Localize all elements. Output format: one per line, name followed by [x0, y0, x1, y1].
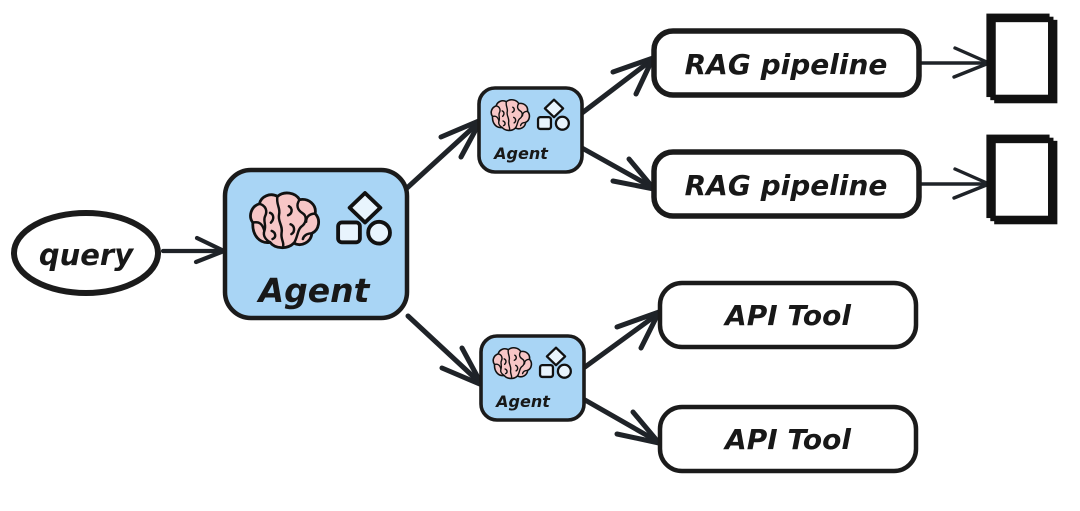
node-rag-agent[interactable]: Agent [477, 86, 584, 174]
node-documents-2[interactable] [989, 137, 1055, 221]
node-rag-pipeline-2[interactable]: RAG pipeline [651, 149, 922, 219]
edge-api-agent-to-api-tool-1 [582, 309, 662, 370]
node-api-tool-1[interactable]: API Tool [657, 280, 919, 350]
documents-icon [989, 137, 1055, 221]
rag-pipeline-2-label: RAG pipeline [685, 169, 888, 202]
brain-icon [249, 191, 321, 250]
brain-icon [490, 98, 531, 132]
node-api-tool-2[interactable]: API Tool [657, 404, 919, 474]
rag-agent-label: Agent [492, 144, 549, 163]
edge-rag-pipeline-1-to-documents-1 [919, 46, 991, 79]
node-rag-pipeline-1[interactable]: RAG pipeline [651, 28, 922, 98]
edge-root-agent-to-api-agent [405, 313, 485, 388]
rag-pipeline-1-label: RAG pipeline [685, 48, 888, 81]
api-agent-label: Agent [494, 392, 551, 411]
node-root-agent[interactable]: Agent [222, 167, 410, 321]
root-agent-label: Agent [256, 271, 371, 310]
edge-api-agent-to-api-tool-2 [582, 397, 662, 446]
documents-icon [989, 16, 1055, 100]
query-label: query [39, 238, 134, 272]
edge-rag-pipeline-2-to-documents-2 [919, 167, 991, 200]
edge-rag-agent-to-rag-pipeline-1 [579, 55, 656, 116]
api-tool-2-label: API Tool [723, 423, 851, 456]
brain-icon [492, 346, 533, 380]
node-api-agent[interactable]: Agent [479, 334, 586, 422]
api-tool-1-label: API Tool [723, 299, 851, 332]
edge-root-agent-to-rag-agent [404, 117, 484, 191]
node-query[interactable]: query [11, 210, 161, 296]
edge-query-to-root-agent [160, 235, 227, 265]
node-documents-1[interactable] [989, 16, 1055, 100]
edge-rag-agent-to-rag-pipeline-2 [579, 145, 657, 192]
